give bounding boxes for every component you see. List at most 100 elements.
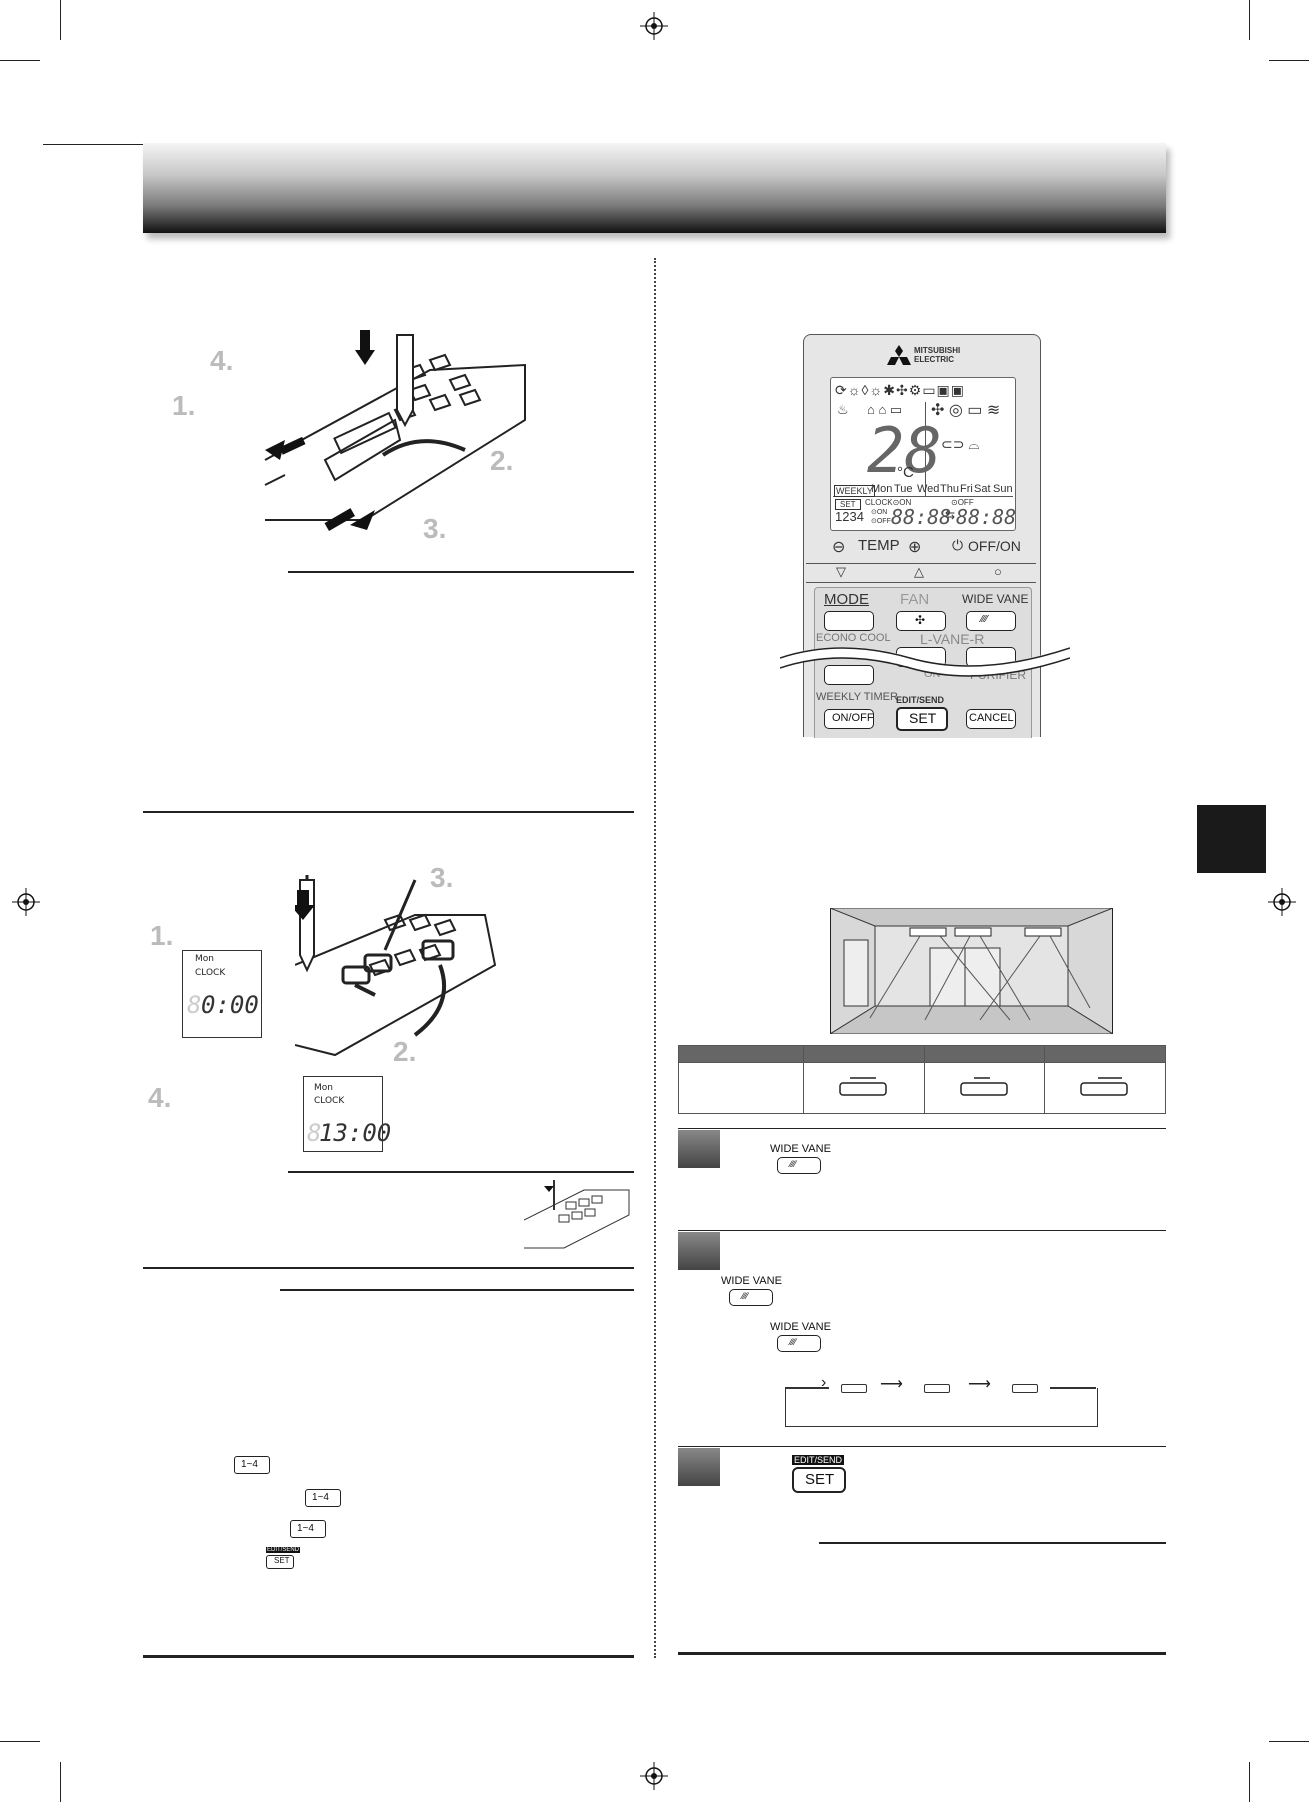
arrow-right-icon: › (821, 1374, 827, 1391)
crop-mark (60, 1762, 61, 1802)
battery-step-label: 3. (423, 513, 447, 544)
circle-button[interactable]: ○ (994, 564, 1002, 579)
minus-icon[interactable]: ⊖ (832, 539, 846, 556)
power-label: OFF/ON (968, 538, 1021, 554)
crop-mark (0, 60, 40, 61)
lcd-time-on: 88:88 (891, 505, 952, 529)
vane-position-table (678, 1045, 1166, 1114)
lcd-ghost-digit: 8 (187, 991, 202, 1019)
power-icon[interactable]: ⏻ (952, 537, 964, 553)
section-rule (678, 1652, 1166, 1655)
clock-step-label: 1. (150, 920, 174, 951)
cancel-button[interactable]: CANCEL (966, 709, 1016, 729)
table-row (678, 1062, 1166, 1114)
down-arrow-button[interactable]: ▽ (836, 564, 846, 579)
on-off-button[interactable]: ON/OFF (824, 709, 874, 729)
range-button: 1~4 (290, 1520, 326, 1538)
lcd-fan-icons: ✣ ◎ ▭ ≋ (931, 402, 1001, 419)
vane-right-icon (1080, 1076, 1129, 1096)
brand-name: MITSUBISHI (914, 346, 961, 355)
remote-break-line (780, 647, 1070, 677)
vane-sequence-diagram: ⟶ ⟶ › (785, 1374, 1098, 1428)
registration-mark-icon (640, 12, 668, 40)
brand-name: ELECTRIC (914, 355, 954, 364)
lcd-on-small: ⊙ON (871, 509, 888, 516)
lcd-day: Mon (195, 954, 214, 964)
lcd-day: Tue (894, 483, 913, 495)
plus-icon[interactable]: ⊕ (908, 539, 922, 556)
column-divider (654, 258, 656, 1658)
battery-insertion-illustration (264, 330, 526, 531)
up-arrow-button[interactable]: △ (914, 564, 924, 579)
mode-label: MODE (824, 591, 869, 608)
clock-lcd-before: Mon CLOCK 8 0:00 (182, 950, 262, 1038)
registration-mark-icon (1268, 888, 1296, 916)
registration-mark-icon (640, 1762, 668, 1790)
lcd-time-off: 88:88 (956, 505, 1017, 529)
vane-left-icon (959, 1076, 1008, 1096)
weekly-timer-label: WEEKLY TIMER (816, 691, 898, 703)
lcd-day: Thu (940, 483, 959, 495)
battery-step-label: 2. (490, 445, 514, 476)
lcd-time: 13:00 (319, 1119, 392, 1147)
lcd-weekly-tag: WEEKLY (834, 485, 875, 497)
lcd-day: Sat (974, 483, 991, 495)
section-header-bar (143, 143, 1166, 233)
wide-vane-caption: WIDE VANE (721, 1275, 782, 1287)
edit-send-set-button: EDIT/SEND SET (790, 1455, 846, 1495)
lcd-arrow: ⇆ (945, 508, 956, 522)
crop-mark (1269, 60, 1309, 61)
lcd-day: Wed (917, 483, 940, 495)
lcd-day: Sun (993, 483, 1013, 495)
registration-mark-icon (12, 888, 40, 916)
remote-lcd: ⟳☼◊☼✱✣⚙▭▣▣ 28 °C ✣ ◎ ▭ ≋ ⊂⊃ ⌓ ⌂ ⌂ ▭ ♨ WE… (830, 377, 1016, 531)
fan-icon: ✣ (915, 613, 926, 627)
clock-step-label: 4. (148, 1082, 172, 1113)
econo-cool-button[interactable] (824, 665, 874, 685)
crop-mark (0, 1741, 40, 1742)
section-rule (143, 1655, 634, 1658)
lcd-clock-label: CLOCK (195, 968, 226, 978)
lcd-therm-icon: ♨ (837, 402, 849, 417)
set-button[interactable]: SET (896, 707, 948, 731)
mode-button[interactable] (824, 611, 874, 631)
wide-vane-icon: ⁄⁄⁄⁄ (981, 614, 988, 625)
vane-center-icon (839, 1076, 887, 1096)
lcd-off-small: ⊙OFF (871, 518, 891, 525)
lcd-clock-on: CLOCK⊙ON (865, 498, 912, 507)
fan-button[interactable]: ✣ (896, 611, 946, 631)
clock-step-label: 3. (430, 862, 454, 893)
crop-mark (60, 0, 61, 40)
step-number-block (678, 1232, 720, 1270)
section-rule (143, 1267, 634, 1269)
lcd-day: Mon (871, 483, 893, 495)
lcd-day: Mon (314, 1083, 333, 1093)
battery-step-label: 1. (172, 390, 196, 421)
edit-send-label: EDIT/SEND (896, 695, 945, 705)
clock-lcd-after: Mon CLOCK 8 13:00 (303, 1076, 391, 1152)
step-rule (678, 1230, 1166, 1231)
range-button: 1~4 (234, 1456, 270, 1474)
l-vane-r-label: L-VANE-R (920, 631, 985, 647)
step-rule (678, 1128, 1166, 1129)
arrow-right-icon: ⟶ (968, 1376, 991, 1393)
range-button: 1~4 (305, 1489, 341, 1507)
arrow-right-icon: ⟶ (880, 1376, 903, 1393)
wide-vane-button[interactable]: ⁄⁄⁄⁄ (966, 611, 1016, 631)
lcd-temp-unit: °C (897, 464, 914, 481)
clock-setting-illustration (295, 875, 497, 1057)
mitsubishi-logo-icon (887, 345, 911, 365)
fan-label: FAN (900, 591, 930, 608)
lcd-temp-digits: 28 (867, 414, 942, 487)
lcd-program-numbers: 1234 (835, 509, 864, 524)
lcd-ghost-digit: 8 (307, 1119, 322, 1147)
set-button-small: EDIT/SEND SET (264, 1547, 301, 1571)
econo-cool-label: ECONO COOL (816, 632, 891, 644)
wide-vane-button-icon: ⁄⁄⁄⁄ (729, 1289, 773, 1306)
lcd-set-tag: SET (835, 499, 861, 510)
section-rule (143, 811, 634, 813)
small-remote-illustration (524, 1180, 630, 1249)
table-header-row (678, 1045, 1166, 1063)
sequence-vane-icon (1012, 1384, 1038, 1393)
section-rule (280, 1289, 634, 1291)
